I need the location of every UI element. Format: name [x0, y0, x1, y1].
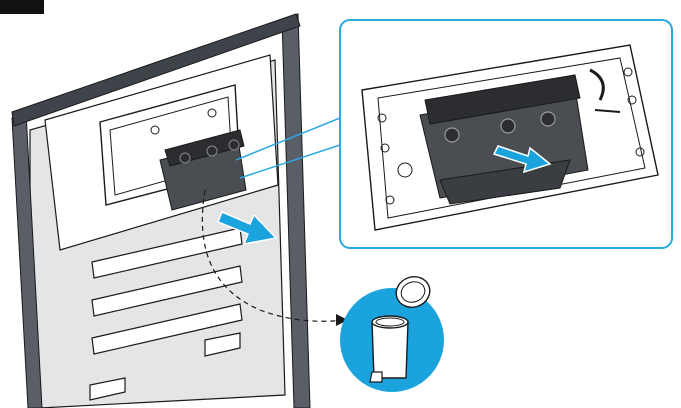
panel-slots: [91, 227, 243, 355]
callout-arrow-icon: [492, 145, 552, 174]
frame-post-right: [281, 13, 311, 408]
corner-tab: [0, 0, 44, 14]
callout-detail-box: [339, 19, 673, 249]
frame-feet: [89, 332, 241, 401]
trash-bin-icon: [340, 276, 444, 392]
frame-top-rail: [11, 13, 301, 127]
installation-frame: [11, 13, 311, 408]
dashed-path-arrow-icon: [201, 189, 346, 322]
removal-arrow-icon: [217, 211, 278, 245]
callout-connector: [235, 117, 341, 179]
flush-module-icon: [159, 129, 247, 211]
